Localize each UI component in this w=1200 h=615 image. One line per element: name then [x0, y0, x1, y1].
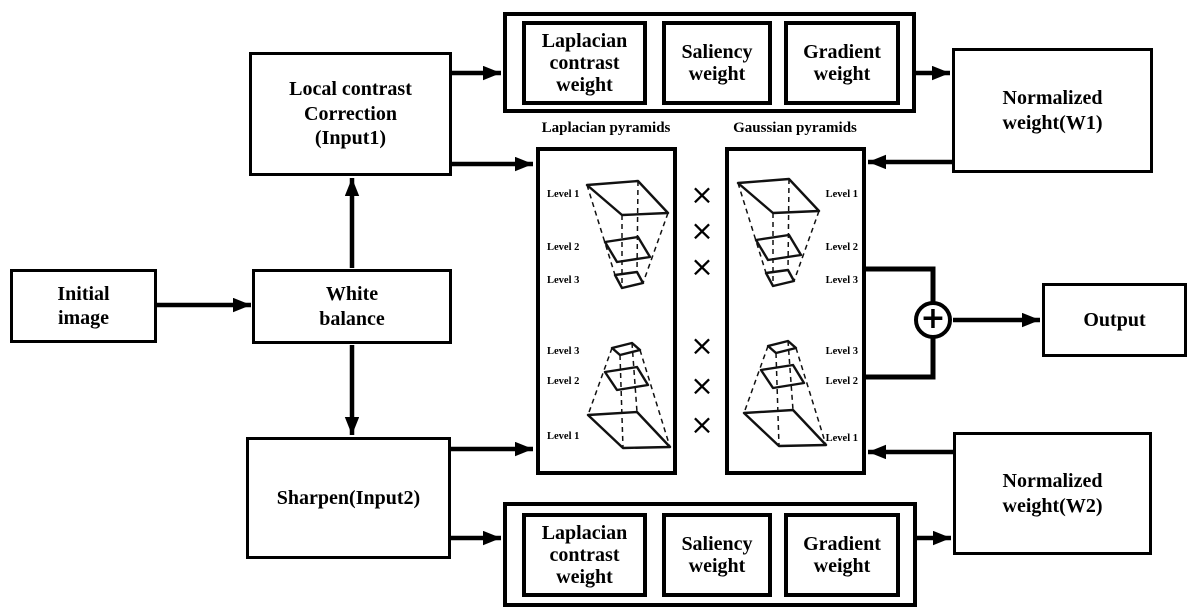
multiply-icon-3: ×: [690, 250, 714, 284]
weight-group-bottom: Laplacian contrast weight Saliency weigh…: [503, 502, 917, 607]
gaussian-inverted-level-1: Level 1: [825, 189, 858, 200]
node-normalized-weight-w2: Normalized weight(W2): [953, 432, 1152, 555]
laplacian-pyramids-title: Laplacian pyramids: [541, 120, 671, 136]
node-output: Output: [1042, 283, 1187, 357]
multiply-icon-2: ×: [690, 214, 714, 248]
laplacian-inverted-level-2: Level 2: [547, 242, 580, 253]
joint-gaussian-bottom-to-sum: [866, 337, 936, 380]
gaussian-inverted-level-3: Level 3: [825, 275, 858, 286]
gaussian-upright-level-2: Level 2: [825, 376, 858, 387]
laplacian-inverted-level-3: Level 3: [547, 275, 580, 286]
laplacian-upright-level-2: Level 2: [547, 376, 580, 387]
node-normalized-weight-w1: Normalized weight(W1): [952, 48, 1153, 173]
node-local-contrast-correction: Local contrast Correction (Input1): [249, 52, 452, 176]
gaussian-pyramids-title: Gaussian pyramids: [733, 120, 857, 136]
node-white-balance: White balance: [252, 269, 452, 344]
multiply-icon-4: ×: [690, 329, 714, 363]
node-laplacian-contrast-weight-bottom: Laplacian contrast weight: [522, 513, 647, 597]
multiply-icon-6: ×: [690, 408, 714, 442]
node-gradient-weight-top: Gradient weight: [784, 21, 900, 105]
gaussian-upright-level-1: Level 1: [825, 433, 858, 444]
joint-gaussian-top-to-sum: [866, 266, 936, 303]
node-sharpen: Sharpen(Input2): [246, 437, 451, 559]
circle-plus-sum-icon: +: [914, 301, 952, 339]
gaussian-upright-level-3: Level 3: [825, 346, 858, 357]
node-saliency-weight-bottom: Saliency weight: [662, 513, 772, 597]
laplacian-upright-level-1: Level 1: [547, 431, 580, 442]
laplacian-upright-level-3: Level 3: [547, 346, 580, 357]
node-gradient-weight-bottom: Gradient weight: [784, 513, 900, 597]
node-laplacian-contrast-weight-top: Laplacian contrast weight: [522, 21, 647, 105]
node-saliency-weight-top: Saliency weight: [662, 21, 772, 105]
node-initial-image: Initial image: [10, 269, 157, 343]
multiply-icon-5: ×: [690, 369, 714, 403]
weight-group-top: Laplacian contrast weight Saliency weigh…: [503, 12, 916, 113]
gaussian-inverted-level-2: Level 2: [825, 242, 858, 253]
laplacian-inverted-level-1: Level 1: [547, 189, 580, 200]
multiply-icon-1: ×: [690, 178, 714, 212]
